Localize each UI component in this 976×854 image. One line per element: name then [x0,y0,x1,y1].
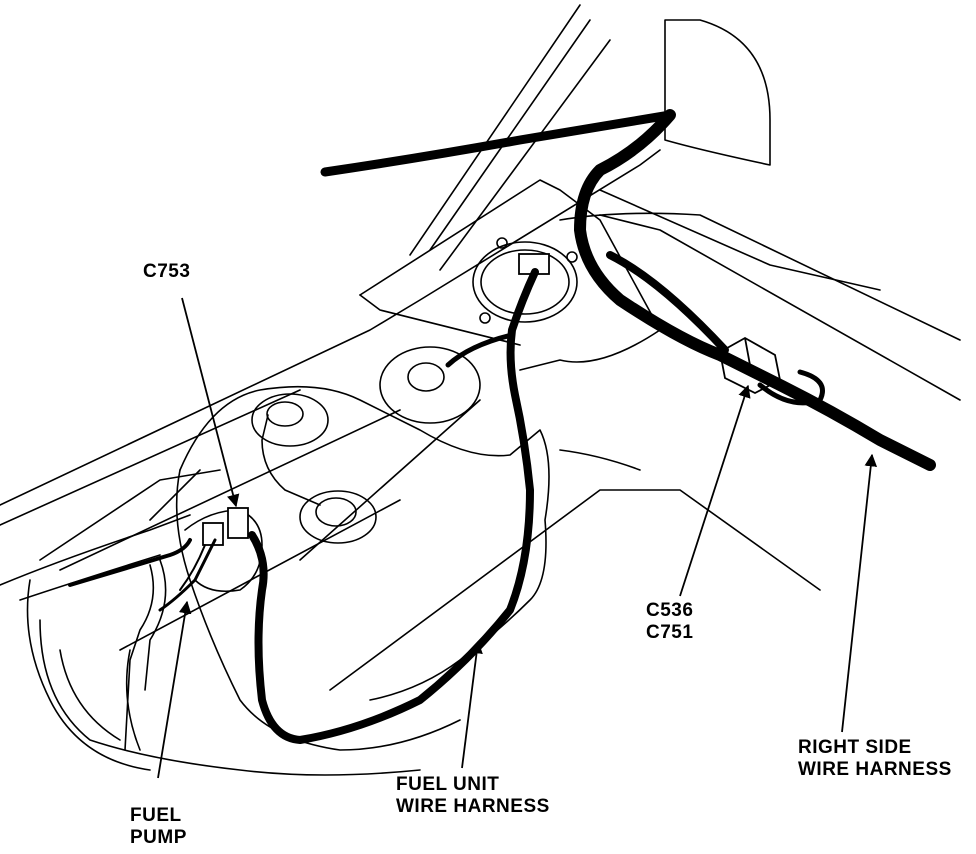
label-c536: C536 [646,600,694,621]
leader-c536-c751 [679,384,751,597]
upper-harness [320,110,675,177]
right-side-wire-harness [574,109,936,471]
label-fuel-unit-line1: FUEL UNIT [396,774,500,795]
label-fuel-unit-wire-harness: FUEL UNIT WIRE HARNESS [396,774,550,818]
label-fuel-pump-line1: FUEL [130,805,182,826]
leader-lines [157,297,878,779]
label-right-side-line2: WIRE HARNESS [798,759,952,780]
label-c536-c751: C536 C751 [646,600,693,644]
vehicle-body-outline [0,4,961,776]
connector-c753 [227,507,249,539]
wire-harnesses [68,109,936,744]
leader-c753 [181,297,240,508]
label-c751: C751 [646,622,694,643]
label-fuel-unit-line2: WIRE HARNESS [396,796,550,817]
label-c753: C753 [143,261,191,282]
label-fuel-pump: FUEL PUMP [130,805,187,849]
label-right-side-wire-harness: RIGHT SIDE WIRE HARNESS [798,737,952,781]
leader-fuel-pump [157,600,192,779]
connector-blocks [202,253,782,546]
leader-right-side [841,453,878,733]
label-fuel-pump-line2: PUMP [130,827,187,848]
fuel-unit-wire-harness [248,268,539,744]
label-right-side-line1: RIGHT SIDE [798,737,912,758]
leader-fuel-unit [461,640,483,769]
